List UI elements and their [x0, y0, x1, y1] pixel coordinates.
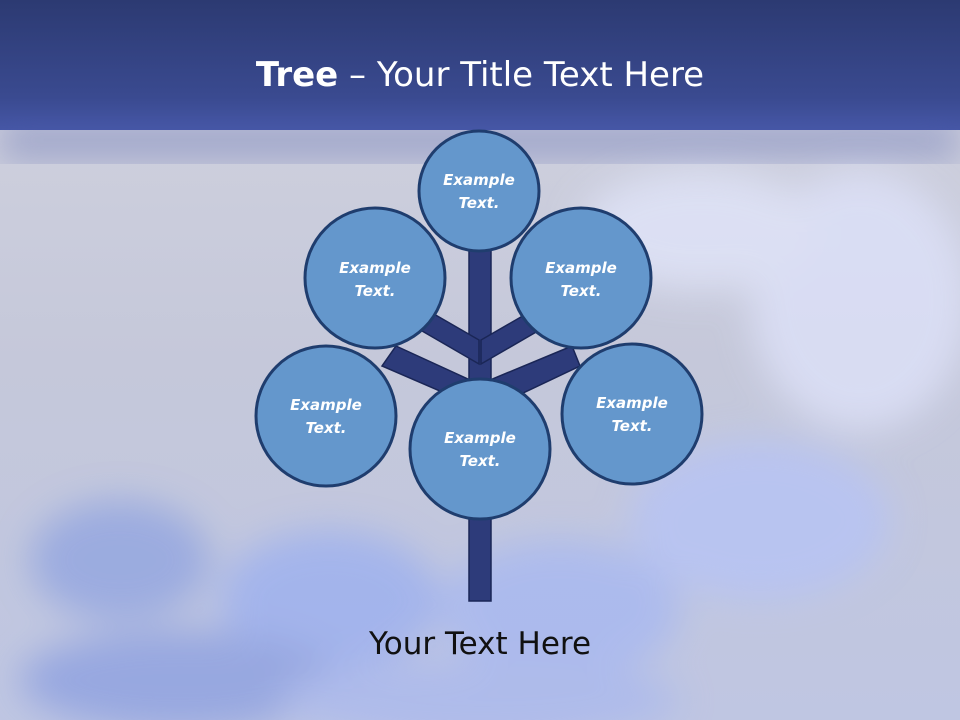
node-upper-right-line2: Text. — [560, 282, 601, 300]
title-bold: Tree — [255, 55, 339, 95]
title-rest: – Your Title Text Here — [338, 55, 705, 95]
node-upper-left: Example Text. — [303, 206, 447, 350]
node-lower-left-line1: Example — [290, 396, 362, 414]
node-upper-right: Example Text. — [509, 206, 653, 350]
node-lower-right: Example Text. — [560, 342, 704, 486]
node-upper-left-line2: Text. — [354, 282, 395, 300]
node-lower-left-line2: Text. — [305, 419, 346, 437]
node-upper-left-line1: Example — [339, 259, 411, 277]
node-center: Example Text. — [408, 377, 552, 521]
node-top: Example Text. — [417, 129, 541, 253]
node-top-line1: Example — [443, 171, 515, 189]
node-top-line2: Text. — [458, 194, 499, 212]
node-lower-right-line2: Text. — [611, 417, 652, 435]
node-upper-right-line1: Example — [545, 259, 617, 277]
footer-text: Your Text Here — [368, 626, 592, 662]
slide-title: Tree – Your Title Text Here — [0, 52, 960, 98]
node-center-line2: Text. — [459, 452, 500, 470]
node-lower-left: Example Text. — [254, 344, 398, 488]
node-lower-right-line1: Example — [596, 394, 668, 412]
node-center-line1: Example — [444, 429, 516, 447]
